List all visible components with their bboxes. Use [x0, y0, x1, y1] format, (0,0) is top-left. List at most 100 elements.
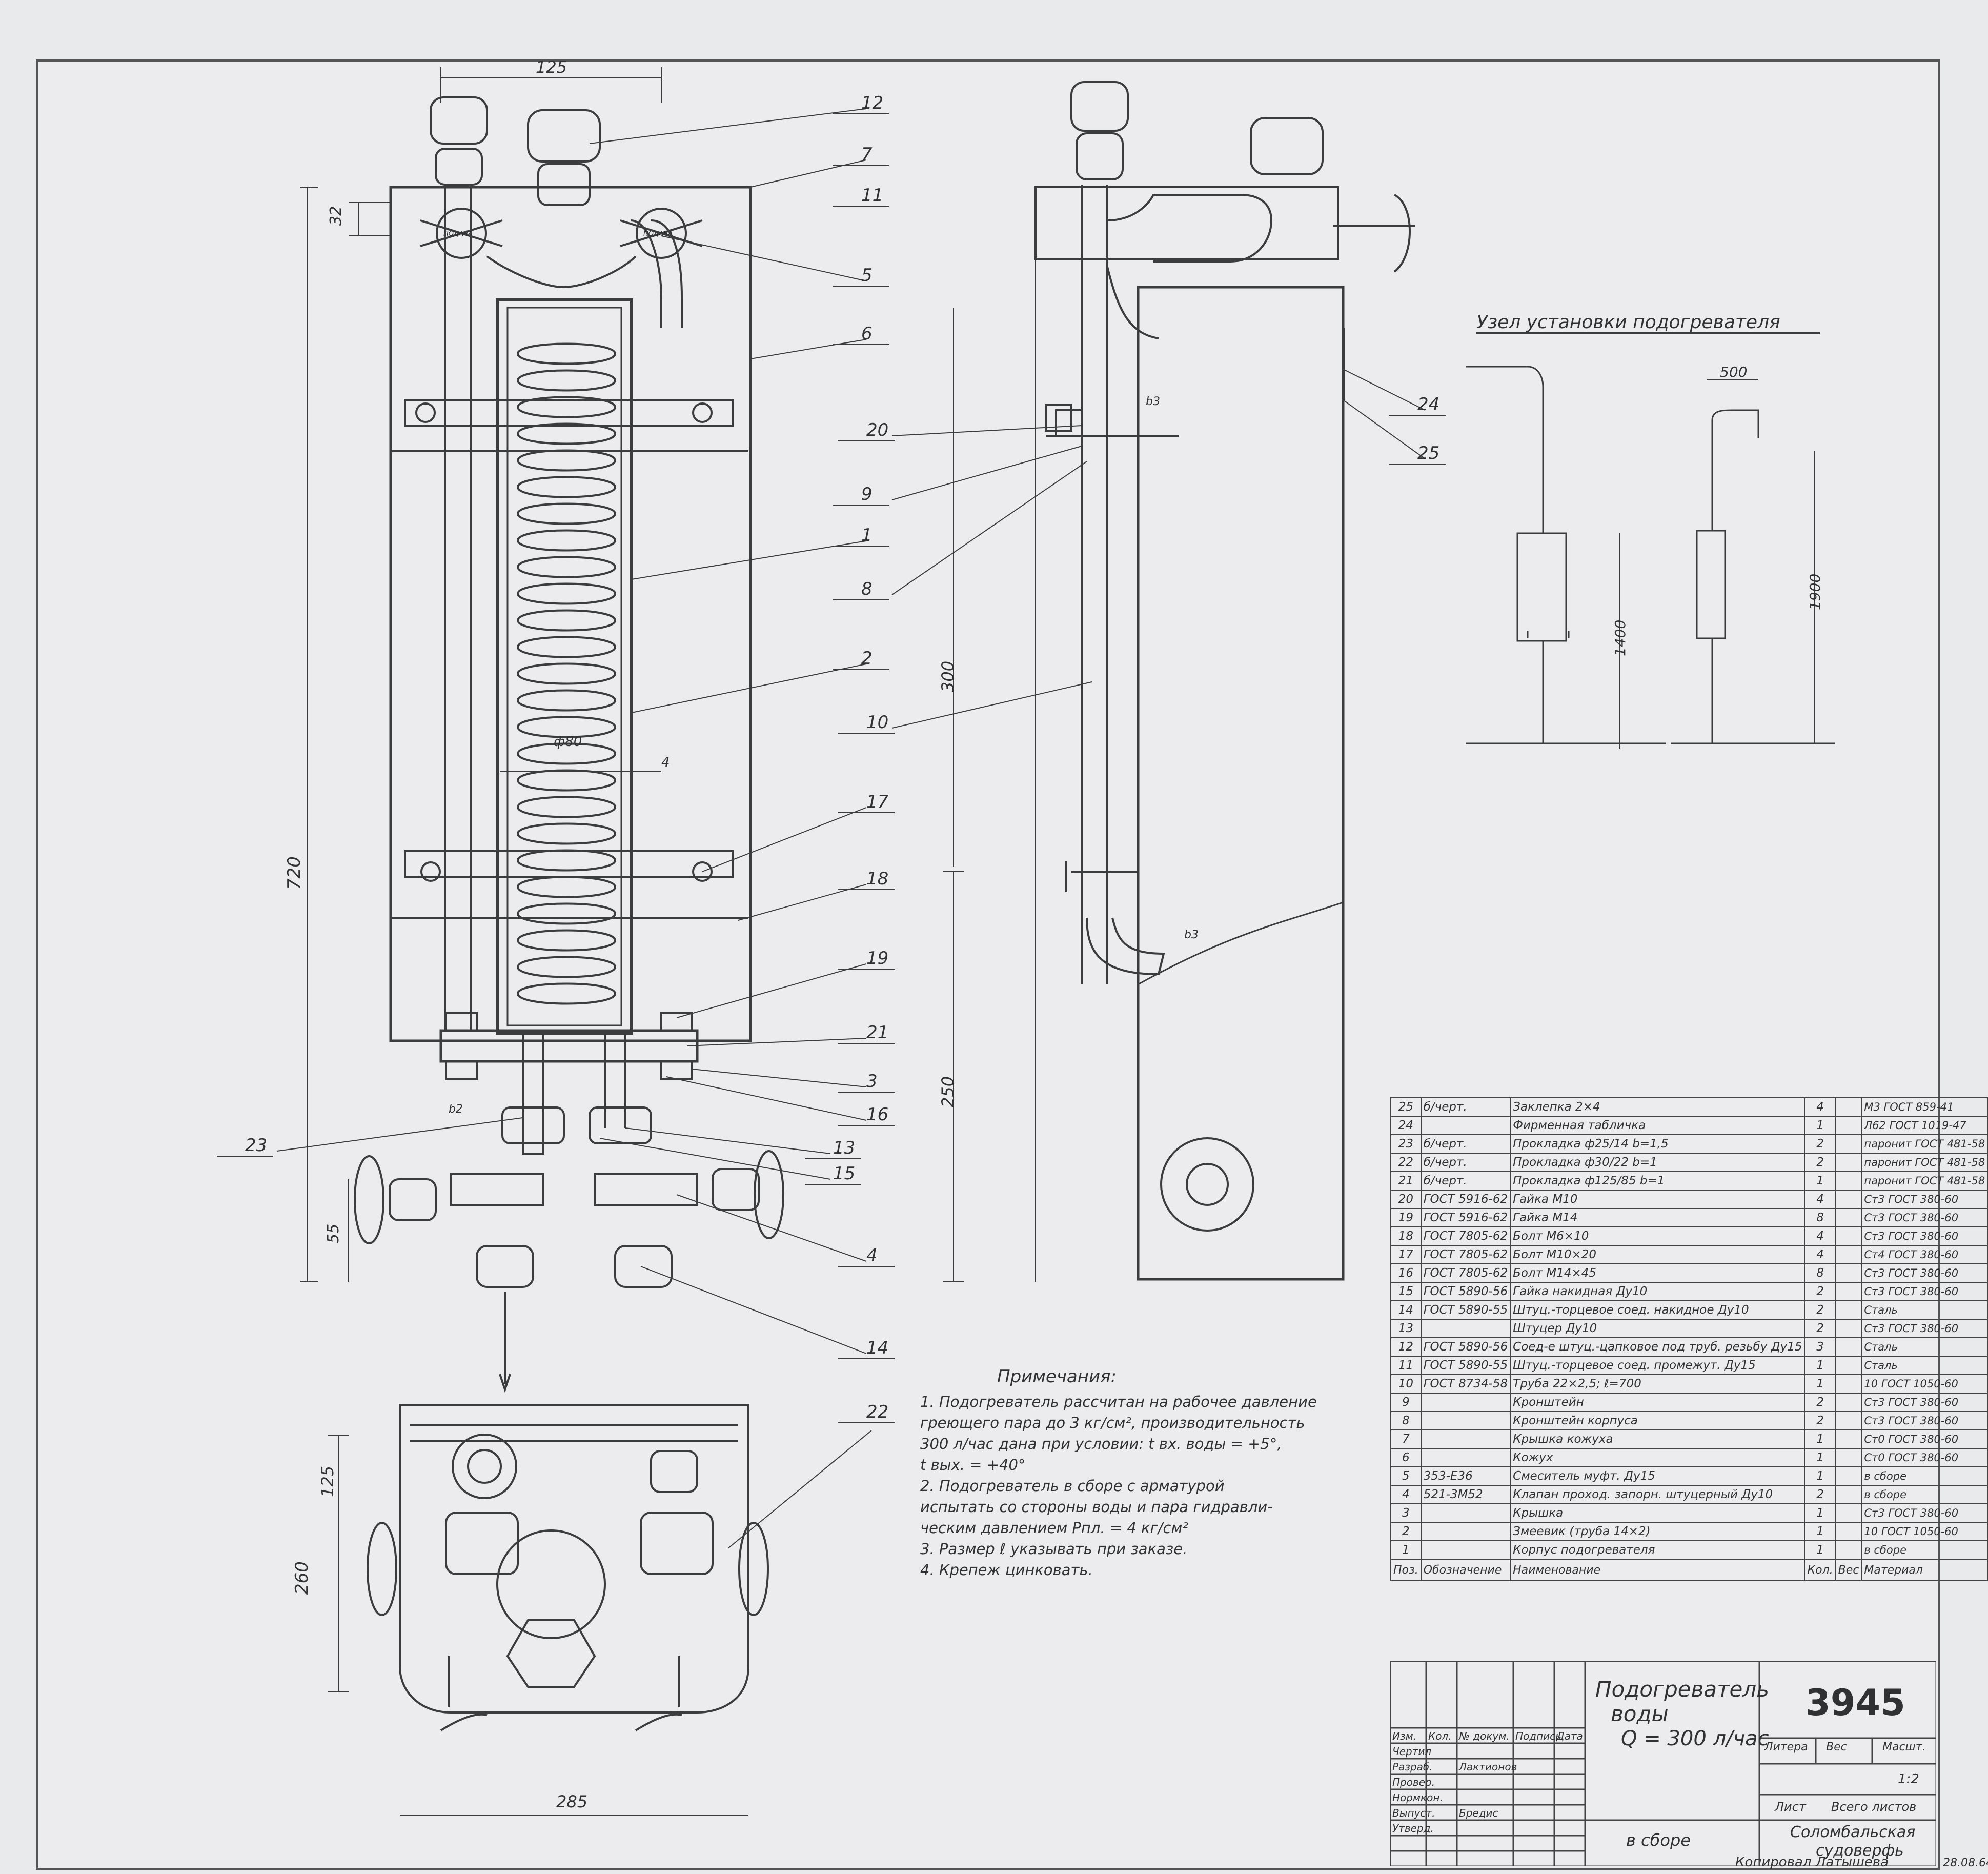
col-izm: Изм.	[1392, 1730, 1417, 1742]
dim-80: ф80	[554, 734, 582, 750]
callout-number: 16	[866, 1104, 888, 1125]
bom-cell: 7	[1390, 1429, 1422, 1449]
callout-number: 17	[866, 792, 889, 812]
coil-turn	[516, 689, 617, 712]
coil-turn	[516, 956, 617, 978]
top-nut-left	[430, 96, 488, 145]
bom-cell	[1420, 1393, 1511, 1412]
side-casing	[1034, 186, 1339, 260]
bom-cell	[1420, 1116, 1511, 1135]
dim-32: 32	[327, 206, 345, 226]
coil-turn	[516, 796, 617, 818]
coil-turn	[516, 529, 617, 552]
coil-turn	[516, 636, 617, 658]
bom-cell: 2	[1804, 1393, 1836, 1412]
dim-285: 285	[556, 1792, 587, 1811]
drawing-title-1: Подогреватель	[1595, 1677, 1769, 1702]
ves-label: Вес	[1826, 1741, 1847, 1754]
bom-cell: 2	[1804, 1282, 1836, 1301]
bom-cell: 19	[1390, 1208, 1422, 1227]
note-line: 4. Крепеж цинковать.	[920, 1561, 1093, 1579]
valve-handwheel-left	[436, 208, 487, 259]
bom-cell: 2	[1804, 1485, 1836, 1504]
bom-cell: Ст3 ГОСТ 380-60	[1861, 1263, 1988, 1283]
bom-cell: ГОСТ 5890-56	[1420, 1282, 1511, 1301]
dim-260: 260	[292, 1561, 312, 1595]
bom-cell	[1835, 1097, 1862, 1117]
weld-b3-2: b3	[1184, 929, 1199, 941]
callout-number: 13	[833, 1138, 855, 1158]
bom-cell: 521-3М52	[1420, 1485, 1511, 1504]
callout-number: 12	[861, 93, 883, 113]
bom-cell	[1420, 1522, 1511, 1541]
bom-cell: ГОСТ 5890-56	[1420, 1337, 1511, 1357]
callout-number: 10	[866, 712, 888, 733]
bom-cell: ГОСТ 7805-62	[1420, 1263, 1511, 1283]
row-razrab-name: Лактионов	[1459, 1761, 1517, 1773]
bom-cell: Штуц.-торцевое соед. промежут. Ду15	[1510, 1356, 1806, 1375]
bom-cell: 13	[1390, 1319, 1422, 1338]
bom-cell: Штуцер Ду10	[1510, 1319, 1806, 1338]
dim-250: 250	[938, 1076, 958, 1107]
bottom-handwheel-right	[754, 1150, 784, 1239]
col-data: Дата	[1556, 1730, 1583, 1742]
callout-number: 7	[861, 144, 873, 165]
note-line: испытать со стороны воды и пара гидравли…	[920, 1498, 1273, 1516]
note-line: греющего пара до 3 кг/см², производитель…	[920, 1414, 1305, 1432]
bom-cell	[1835, 1411, 1862, 1430]
bom-cell: 24	[1390, 1116, 1422, 1135]
bom-cell	[1835, 1503, 1862, 1523]
bom-cell: Змеевик (труба 14×2)	[1510, 1522, 1806, 1541]
bom-cell: Клапан проход. запорн. штуцерный Ду10	[1510, 1485, 1806, 1504]
callout-number: 3	[866, 1071, 878, 1092]
coil-turn	[516, 396, 617, 418]
unit-title: Узел установки подогревателя	[1476, 312, 1780, 333]
dim-300: 300	[938, 661, 958, 692]
bom-cell	[1835, 1393, 1862, 1412]
bom-cell	[1835, 1134, 1862, 1154]
bom-cell: Ст4 ГОСТ 380-60	[1861, 1245, 1988, 1264]
bom-cell: 23	[1390, 1134, 1422, 1154]
bom-cell	[1835, 1153, 1862, 1172]
notes-block: Примечания: 1. Подогреватель рассчитан н…	[920, 1366, 1546, 1581]
side-handwheel	[1160, 1137, 1254, 1232]
bom-cell: Крышка	[1510, 1503, 1806, 1523]
bom-cell: Крышка кожуха	[1510, 1429, 1806, 1449]
callout-number: 8	[861, 579, 873, 599]
bom-cell	[1420, 1319, 1511, 1338]
bom-cell: б/черт.	[1420, 1171, 1511, 1191]
organization-1: Соломбальская	[1790, 1823, 1916, 1841]
dim-720: 720	[284, 856, 305, 890]
coil-turn	[516, 342, 617, 365]
title-block: 3945 Подогреватель воды Q = 300 л/час в …	[1390, 1661, 1936, 1866]
callout-number: 18	[866, 869, 888, 889]
bom-cell: 3	[1804, 1337, 1836, 1357]
bom-cell: 18	[1390, 1226, 1422, 1246]
coil-turn	[516, 582, 617, 605]
bom-cell: Болт М6×10	[1510, 1226, 1806, 1246]
bom-cell	[1835, 1226, 1862, 1246]
bom-cell: Болт М14×45	[1510, 1263, 1806, 1283]
bom-cell: Прокладка ф125/85 b=1	[1510, 1171, 1806, 1191]
title-block-grid	[1390, 1661, 1936, 1866]
coil-turn	[516, 876, 617, 898]
organization-2: судоверфь	[1816, 1842, 1904, 1860]
callout-number: 6	[861, 324, 873, 344]
bottom-handwheel-left	[354, 1155, 384, 1244]
coil-turn	[516, 609, 617, 632]
bom-cell: Ст0 ГОСТ 380-60	[1861, 1448, 1988, 1467]
bom-cell: 15	[1390, 1282, 1422, 1301]
bom-cell: Ст3 ГОСТ 380-60	[1861, 1503, 1988, 1523]
front-view	[276, 67, 867, 1393]
bom-cell	[1835, 1448, 1862, 1467]
bom-cell: Ст3 ГОСТ 380-60	[1861, 1319, 1988, 1338]
bom-cell: 1	[1804, 1540, 1836, 1560]
